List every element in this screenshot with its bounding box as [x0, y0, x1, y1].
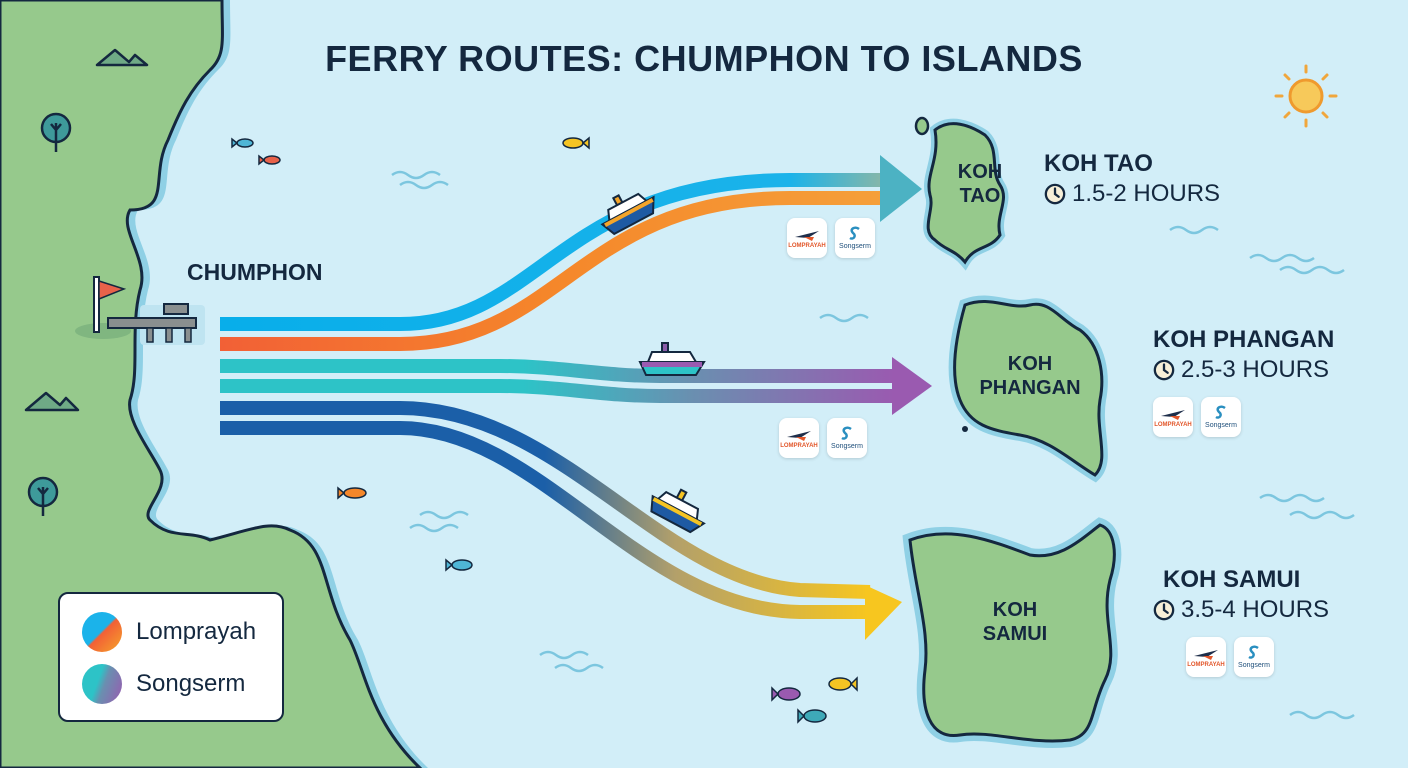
- operator-logos-koh-samui: LOMPRAYAH Songserm: [1186, 637, 1274, 677]
- songserm-s-icon: [841, 426, 852, 440]
- map-label-line: KOH: [992, 599, 1038, 621]
- duration-text: 1.5-2 HOURS: [1072, 180, 1221, 207]
- island-koh-tao: [914, 116, 1009, 271]
- logo-text: LOMPRAYAH: [788, 242, 826, 249]
- ferry-boat-icon: [638, 342, 706, 376]
- island-koh-samui: [902, 517, 1122, 748]
- logo-text: Songserm: [831, 443, 863, 450]
- map-label-line: KOH: [1007, 353, 1053, 375]
- fish-icon: [258, 154, 281, 166]
- songserm-logo: Songserm: [827, 418, 867, 458]
- duration-text: 2.5-3 HOURS: [1181, 356, 1330, 383]
- logo-text: Songserm: [1205, 422, 1237, 429]
- tree-icon: [40, 112, 72, 152]
- lomprayah-logo: LOMPRAYAH: [779, 418, 819, 458]
- songserm-logo: Songserm: [835, 218, 875, 258]
- songserm-s-icon: [1215, 405, 1226, 419]
- destination-koh-tao: KOH TAO 1.5-2 HOURS: [1044, 149, 1220, 209]
- lomprayah-swatch-icon: [82, 612, 122, 652]
- origin-port-label: CHUMPHON: [187, 259, 323, 285]
- legend-label: Lomprayah: [136, 618, 257, 645]
- lomprayah-plane-icon: [795, 230, 819, 241]
- ferry-boat-icon: [650, 488, 706, 534]
- map-label-line: TAO: [959, 185, 1001, 207]
- lomprayah-plane-icon: [787, 430, 811, 441]
- legend-item-lomprayah: Lomprayah: [82, 612, 256, 652]
- operator-logos-koh-tao: LOMPRAYAH Songserm: [787, 218, 875, 258]
- duration-text: 3.5-4 HOURS: [1181, 596, 1330, 623]
- fish-icon: [231, 137, 254, 149]
- mountain-icon: [24, 391, 80, 412]
- lomprayah-logo: LOMPRAYAH: [1153, 397, 1193, 437]
- sun-icon: [1274, 64, 1338, 128]
- destination-koh-samui: KOH SAMUI 3.5-4 HOURS: [1153, 565, 1329, 625]
- fish-icon: [337, 486, 367, 500]
- songserm-swatch-icon: [82, 664, 122, 704]
- duration: 1.5-2 HOURS: [1044, 179, 1220, 209]
- map-label-koh-phangan: KOH PHANGAN: [975, 352, 1085, 400]
- map-label-line: KOH: [957, 161, 1003, 183]
- duration: 3.5-4 HOURS: [1153, 595, 1329, 625]
- songserm-logo: Songserm: [1201, 397, 1241, 437]
- logo-text: Songserm: [839, 243, 871, 250]
- mountain-icon: [95, 48, 149, 67]
- fish-icon: [828, 676, 858, 692]
- wave-decorations: [391, 170, 1355, 720]
- ferry-boat-icon: [600, 192, 655, 236]
- map-label-koh-samui: KOH SAMUI: [965, 598, 1065, 646]
- songserm-s-icon: [849, 226, 860, 240]
- operator-logos-koh-phangan: LOMPRAYAH Songserm: [1153, 397, 1241, 437]
- destination-koh-phangan: KOH PHANGAN 2.5-3 HOURS: [1153, 325, 1334, 385]
- legend-item-songserm: Songserm: [82, 664, 245, 704]
- map-label-koh-tao: KOH TAO: [935, 160, 1025, 208]
- fish-icon: [771, 686, 801, 702]
- logo-text: Songserm: [1238, 662, 1270, 669]
- logo-text: LOMPRAYAH: [1187, 661, 1225, 668]
- logo-text: LOMPRAYAH: [1154, 421, 1192, 428]
- tree-icon: [27, 476, 59, 516]
- songserm-s-icon: [1248, 645, 1259, 659]
- clock-icon: [1153, 359, 1175, 381]
- clock-icon: [1044, 183, 1066, 205]
- mainland: [0, 0, 428, 768]
- map-label-line: PHANGAN: [979, 377, 1081, 399]
- duration: 2.5-3 HOURS: [1153, 355, 1334, 385]
- lomprayah-logo: LOMPRAYAH: [787, 218, 827, 258]
- destination-name: KOH SAMUI: [1163, 566, 1301, 593]
- fish-icon: [562, 136, 590, 150]
- fish-icon: [445, 558, 473, 572]
- island-koh-phangan: [948, 295, 1108, 483]
- route-koh-samui: [220, 401, 902, 640]
- songserm-logo: Songserm: [1234, 637, 1274, 677]
- route-koh-tao: [220, 155, 922, 351]
- page-title: FERRY ROUTES: CHUMPHON TO ISLANDS: [325, 38, 1083, 79]
- lomprayah-plane-icon: [1194, 649, 1218, 660]
- destination-name: KOH PHANGAN: [1153, 326, 1335, 353]
- clock-icon: [1153, 599, 1175, 621]
- legend-label: Songserm: [136, 670, 246, 697]
- lomprayah-plane-icon: [1161, 409, 1185, 420]
- legend: Lomprayah Songserm: [58, 592, 284, 722]
- map-label-line: SAMUI: [982, 623, 1048, 645]
- pier-icon: [107, 303, 205, 345]
- fish-icon: [797, 708, 827, 724]
- destination-name: KOH TAO: [1044, 150, 1153, 177]
- logo-text: LOMPRAYAH: [780, 442, 818, 449]
- lomprayah-logo: LOMPRAYAH: [1186, 637, 1226, 677]
- operator-logos-koh-phangan-route: LOMPRAYAH Songserm: [779, 418, 867, 458]
